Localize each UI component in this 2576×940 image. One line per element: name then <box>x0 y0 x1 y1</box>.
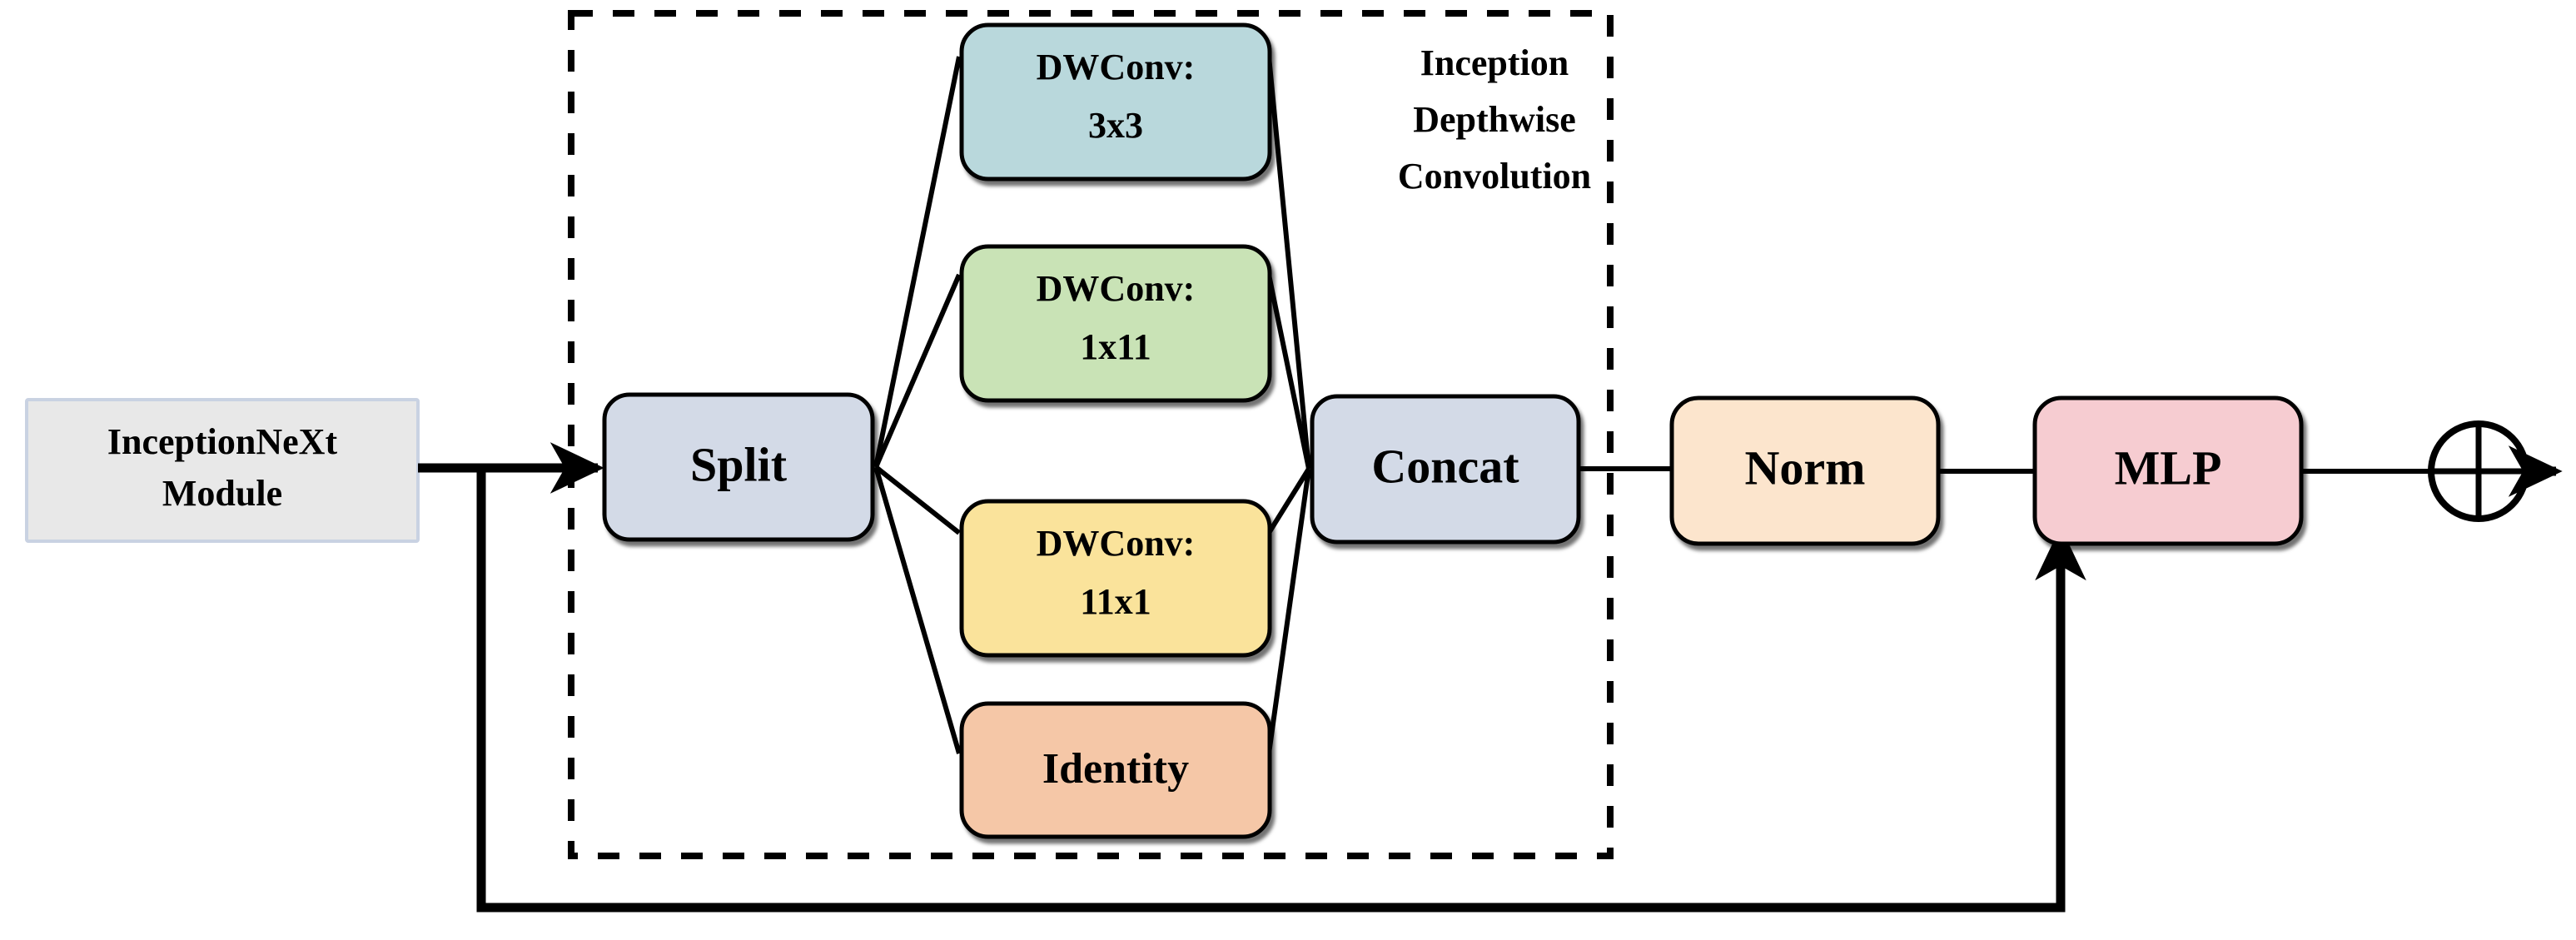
norm-node[interactable]: Norm <box>1669 395 1941 546</box>
branch-dwconv-1x11-node[interactable]: DWConv: 1x11 <box>959 244 1272 403</box>
branch-dwconv-11x1-node[interactable]: DWConv: 11x1 <box>959 499 1272 658</box>
group-caption-line1: Inception <box>1420 42 1569 83</box>
mlp-node-label: MLP <box>2115 440 2222 495</box>
branch-dwconv-3x3-label-line2: 3x3 <box>1088 105 1143 146</box>
branch-dwconv-1x11-label-line2: 1x11 <box>1080 326 1151 367</box>
branch-dwconv-1x11-label-line1: DWConv: <box>1037 268 1196 309</box>
inception-depthwise-convolution-caption: Inception Depthwise Convolution <box>1398 42 1591 196</box>
concat-node-label: Concat <box>1371 439 1519 493</box>
concat-fanin-wires <box>1266 56 1311 754</box>
inceptionnext-module-label-line2: Module <box>162 473 282 514</box>
split-node-label: Split <box>690 437 788 491</box>
branch-dwconv-3x3-node[interactable]: DWConv: 3x3 <box>959 22 1272 182</box>
group-caption-line2: Depthwise <box>1413 99 1576 140</box>
inception-depthwise-group-border <box>568 10 1614 859</box>
inceptionnext-module-box[interactable]: InceptionNeXt Module <box>25 398 420 543</box>
norm-node-label: Norm <box>1745 440 1866 495</box>
addition-node[interactable] <box>2428 420 2529 522</box>
branch-identity-node[interactable]: Identity <box>959 701 1272 839</box>
split-fanout-wires <box>873 56 962 754</box>
branch-dwconv-3x3-label-line1: DWConv: <box>1037 47 1196 87</box>
branch-dwconv-11x1-label-line2: 11x1 <box>1080 581 1151 622</box>
group-caption-line3: Convolution <box>1398 156 1591 196</box>
split-node[interactable]: Split <box>602 392 875 542</box>
skip-connection-wire <box>476 468 2086 913</box>
branch-dwconv-11x1-label-line1: DWConv: <box>1037 523 1196 564</box>
concat-node[interactable]: Concat <box>1310 394 1581 545</box>
inceptionnext-module-label-line1: InceptionNeXt <box>107 421 338 462</box>
mlp-node[interactable]: MLP <box>2032 395 2304 546</box>
branch-identity-label: Identity <box>1042 745 1189 793</box>
